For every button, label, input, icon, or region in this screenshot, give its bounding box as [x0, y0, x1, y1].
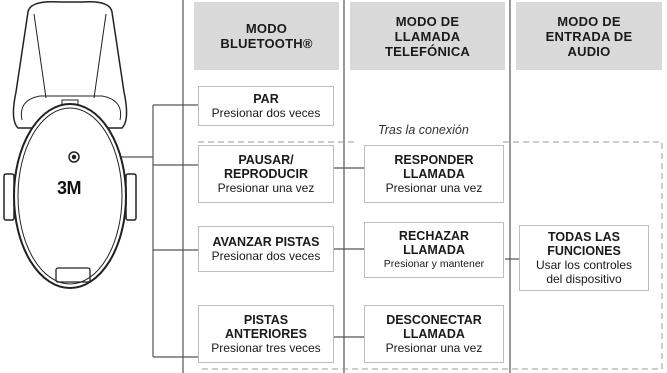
end-call-action: DESCONECTAR LLAMADA Presionar una vez: [364, 305, 504, 363]
play-pause-action: PAUSAR/ REPRODUCIR Presionar una vez: [198, 145, 334, 203]
headphone-icon: [3, 0, 137, 289]
pair-action: PAR Presionar dos veces: [198, 86, 334, 126]
all-functions-action: TODAS LAS FUNCIONES Usar los controles d…: [519, 225, 649, 291]
brand-logo: 3M: [57, 178, 82, 198]
next-track-action: AVANZAR PISTAS Presionar dos veces: [198, 226, 334, 272]
after-connection-note: Tras la conexión: [378, 123, 469, 137]
previous-track-action: PISTAS ANTERIORES Presionar tres veces: [198, 305, 334, 363]
answer-call-action: RESPONDER LLAMADA Presionar una vez: [364, 145, 504, 203]
after-connection-region: [198, 141, 663, 370]
reject-call-action: RECHAZAR LLAMADA Presionar y mantener: [364, 222, 504, 278]
